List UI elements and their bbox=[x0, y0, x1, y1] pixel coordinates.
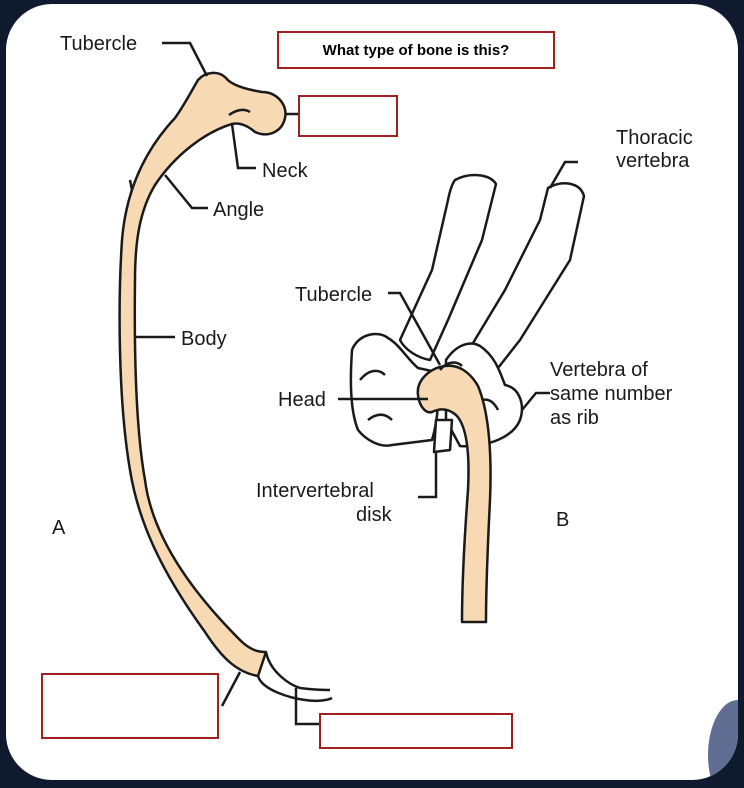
label-head: Head bbox=[278, 389, 326, 411]
vertebrae-b bbox=[349, 173, 586, 454]
panel-letter-a: A bbox=[52, 517, 66, 539]
answer-box-1[interactable] bbox=[298, 95, 398, 137]
leader-lines-a bbox=[136, 41, 322, 726]
label-intervertebral: Intervertebral bbox=[256, 480, 374, 502]
label-same-number: same number bbox=[550, 383, 673, 405]
panel-letter-b: B bbox=[556, 509, 569, 531]
label-vertebra-of: Vertebra of bbox=[550, 359, 648, 381]
answer-box-3[interactable] bbox=[319, 713, 513, 749]
rib-bone-b bbox=[416, 361, 492, 624]
label-neck: Neck bbox=[262, 160, 309, 182]
answer-box-2[interactable] bbox=[41, 673, 219, 739]
label-thoracic: Thoracic bbox=[616, 127, 693, 149]
leader-lines-b bbox=[338, 160, 578, 499]
label-tubercle-b: Tubercle bbox=[295, 284, 372, 306]
question-text: What type of bone is this? bbox=[323, 42, 510, 59]
label-vertebra: vertebra bbox=[616, 150, 690, 172]
label-disk: disk bbox=[356, 504, 393, 526]
rib-bone-a bbox=[118, 71, 333, 703]
label-body: Body bbox=[181, 328, 227, 350]
label-angle: Angle bbox=[213, 199, 264, 221]
label-tubercle-a: Tubercle bbox=[60, 33, 137, 55]
label-as-rib: as rib bbox=[550, 407, 599, 429]
question-box: What type of bone is this? bbox=[277, 31, 555, 69]
